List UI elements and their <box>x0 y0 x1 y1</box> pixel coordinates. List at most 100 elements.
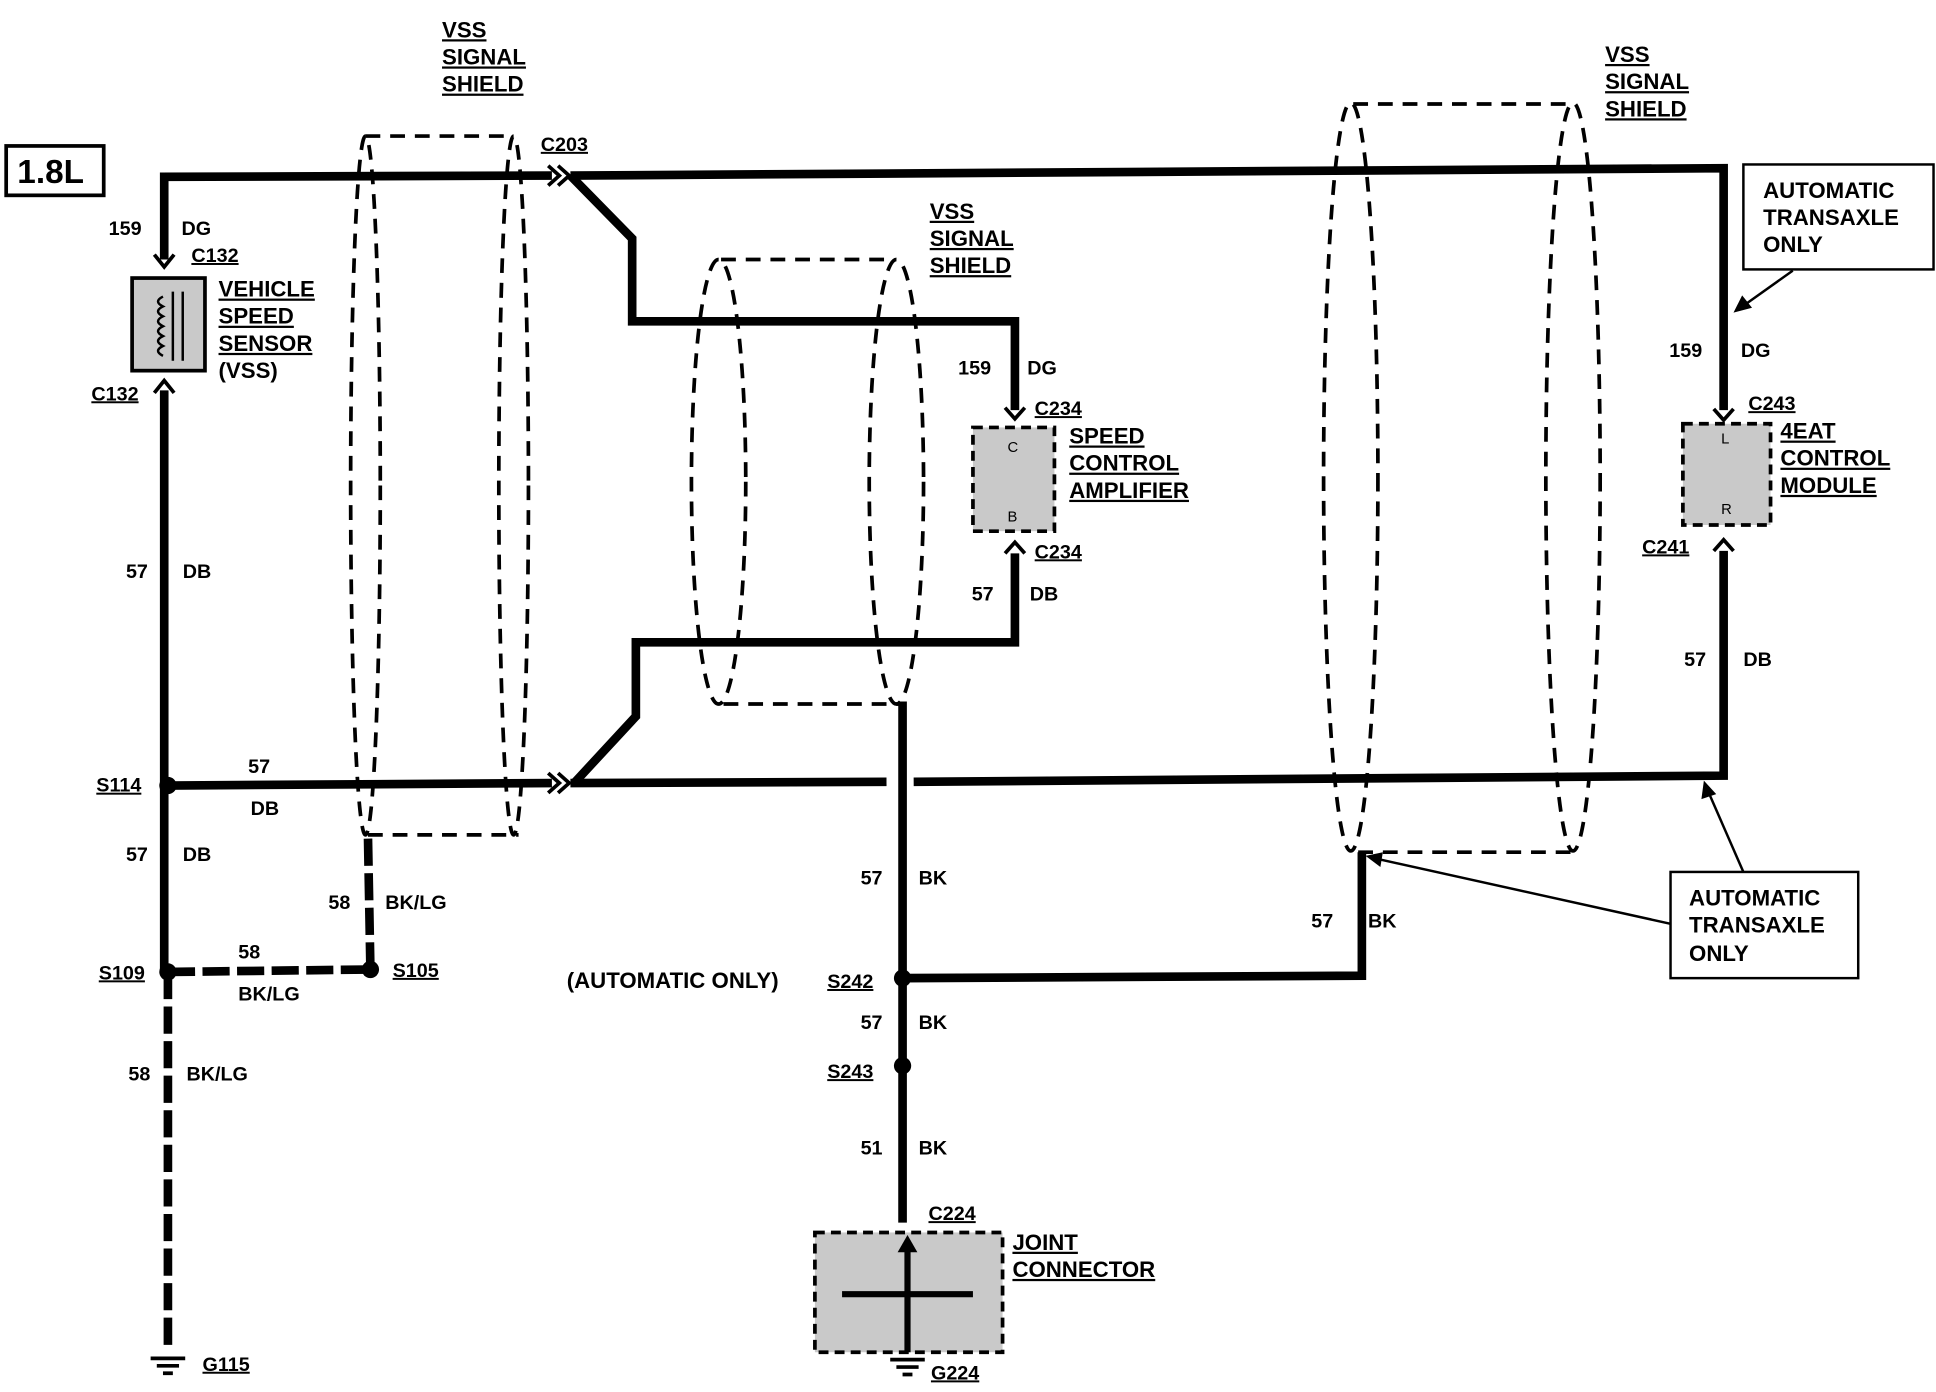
shield-middle-back <box>867 257 926 706</box>
shield-left-label-3: SHIELD <box>442 72 523 97</box>
callout-top-frame <box>1742 163 1935 271</box>
connector-c243-label: C243 <box>1748 393 1795 415</box>
connector-c203-top-symbol <box>546 164 572 187</box>
vss-label-3: SENSOR <box>219 331 313 356</box>
splice-s243-label: S243 <box>827 1061 873 1083</box>
connector-c234-top-label: C234 <box>1035 398 1082 420</box>
wire-vss-signal-circuit: 159 <box>109 218 142 240</box>
wire-s114-main-circuit: 57 <box>248 756 270 778</box>
connector-c132-top-label: C132 <box>191 245 238 267</box>
callout-bottom-label-3: ONLY <box>1689 941 1749 966</box>
shield-right-back <box>1543 100 1603 853</box>
vss-body <box>130 276 207 373</box>
callout-bottom-label-1: AUTOMATIC <box>1689 885 1820 910</box>
splice-s243-dot <box>893 1057 912 1075</box>
amplifier-label-1: SPEED <box>1069 424 1144 449</box>
vss-label-1: VEHICLE <box>219 277 315 302</box>
wire-vss-return-color: DB <box>183 561 212 583</box>
shield-middle-label-1: VSS <box>930 199 974 224</box>
wire-s114-main <box>167 778 552 790</box>
vss-label-2: SPEED <box>219 304 294 329</box>
module-pin-bottom: R <box>1721 502 1732 518</box>
connector-c203-bottom-symbol <box>546 771 572 795</box>
connector-c132-bottom-symbol <box>152 377 176 395</box>
wire-s114-down-circuit: 57 <box>126 844 148 866</box>
wire-s243-c224-circuit: 51 <box>861 1138 883 1160</box>
wire-s114-down-color: DB <box>183 844 212 866</box>
vss-coil-icon <box>156 291 184 361</box>
wire-s242-s243-circuit: 57 <box>861 1012 883 1034</box>
wire-right-drain <box>902 852 1367 983</box>
connector-c224-label: C224 <box>928 1203 975 1225</box>
wire-module-signal-color: DG <box>1741 340 1771 362</box>
module-body <box>1681 421 1773 527</box>
splice-s114-dot <box>159 776 177 795</box>
speed-control-amplifier: C B C234 C234 SPEED CONTROL AMPLIFIER <box>971 398 1189 563</box>
connector-c234-bottom-label: C234 <box>1035 541 1082 563</box>
amplifier-pin-bottom: B <box>1008 509 1018 525</box>
connector-c203: C203 <box>541 134 588 795</box>
wire-mid-drain-circuit: 57 <box>861 867 883 889</box>
callout-top-leader <box>1745 269 1794 305</box>
callout-bottom-leader-module <box>1707 792 1745 873</box>
vehicle-speed-sensor: C132 C132 VEHICLE SPEED SENSOR (VSS) <box>91 245 314 405</box>
splice-s105-dot <box>361 960 380 979</box>
connector-c132-bottom-label: C132 <box>91 383 138 405</box>
shield-left-back <box>496 134 531 837</box>
shield-left-label-1: VSS <box>442 17 486 42</box>
engine-label: 1.8L <box>17 154 84 191</box>
shield-middle-label-3: SHIELD <box>930 253 1011 278</box>
wire-amp-signal-circuit: 159 <box>958 357 991 379</box>
control-module-4eat: L R C243 C241 4EAT CONTROL MODULE <box>1642 393 1890 558</box>
wire-s109-s105-circuit: 58 <box>238 941 260 963</box>
shield-left-front <box>348 134 383 837</box>
module-label-1: 4EAT <box>1780 419 1836 444</box>
wire-vss-signal-color: DG <box>182 218 212 240</box>
shield-right: VSS SIGNAL SHIELD <box>1321 42 1689 855</box>
wire-module-signal <box>570 163 1728 411</box>
wire-amp-return-circuit: 57 <box>972 583 994 605</box>
shield-left: VSS SIGNAL SHIELD <box>348 17 531 837</box>
module-label-2: CONTROL <box>1780 446 1890 471</box>
callout-top-arrow-icon <box>1733 295 1753 313</box>
wire-s105-drain-circuit: 58 <box>328 892 350 914</box>
callout-top-label-2: TRANSAXLE <box>1763 205 1899 230</box>
module-label-3: MODULE <box>1780 473 1876 498</box>
joint-connector: C224 JOINT CONNECTOR <box>813 1203 1155 1355</box>
wire-right-drain-color: BK <box>1368 911 1397 933</box>
wire-module-return-b <box>913 550 1728 787</box>
connector-c203-label: C203 <box>541 134 588 156</box>
splice-s242-label: S242 <box>827 971 873 993</box>
amplifier-pin-top: C <box>1008 440 1019 456</box>
automatic-only-note: (AUTOMATIC ONLY) <box>567 968 779 993</box>
splice-s109-dot <box>159 963 177 981</box>
wire-s105-drain-color: BK/LG <box>385 892 446 914</box>
splice-s114-label: S114 <box>96 775 141 797</box>
shield-right-label-2: SIGNAL <box>1605 69 1689 94</box>
wire-s243-c224-color: BK <box>919 1138 948 1160</box>
module-pin-top: L <box>1721 432 1729 448</box>
wire-s114-main-color: DB <box>251 798 280 820</box>
connector-c224-arrow-icon <box>897 1234 918 1253</box>
callout-bottom-arrow-drain-icon <box>1365 852 1383 868</box>
shield-right-label-3: SHIELD <box>1605 96 1686 121</box>
wire-s109-s105-color: BK/LG <box>238 983 299 1005</box>
wire-s242-s243-color: BK <box>919 1012 948 1034</box>
callout-top-automatic-transaxle: AUTOMATIC TRANSAXLE ONLY <box>1733 163 1935 313</box>
callout-top-label-3: ONLY <box>1763 232 1823 257</box>
grounds: G115 G224 <box>150 1354 979 1384</box>
callout-bottom-arrow-module-icon <box>1701 780 1717 800</box>
callout-bottom-automatic-transaxle: AUTOMATIC TRANSAXLE ONLY <box>1365 780 1860 980</box>
shield-left-label-2: SIGNAL <box>442 44 526 69</box>
callout-bottom-label-2: TRANSAXLE <box>1689 912 1825 937</box>
splice-s242-dot <box>893 969 912 987</box>
ground-g115-icon <box>150 1356 186 1376</box>
connector-c241-label: C241 <box>1642 536 1689 558</box>
ground-g224-icon <box>890 1357 925 1377</box>
wire-s109-ground-color: BK/LG <box>186 1064 247 1086</box>
shield-right-front <box>1321 100 1380 853</box>
ground-g115-label: G115 <box>202 1354 249 1376</box>
ground-g224-label: G224 <box>931 1362 979 1384</box>
wire-module-signal-circuit: 159 <box>1669 340 1702 362</box>
